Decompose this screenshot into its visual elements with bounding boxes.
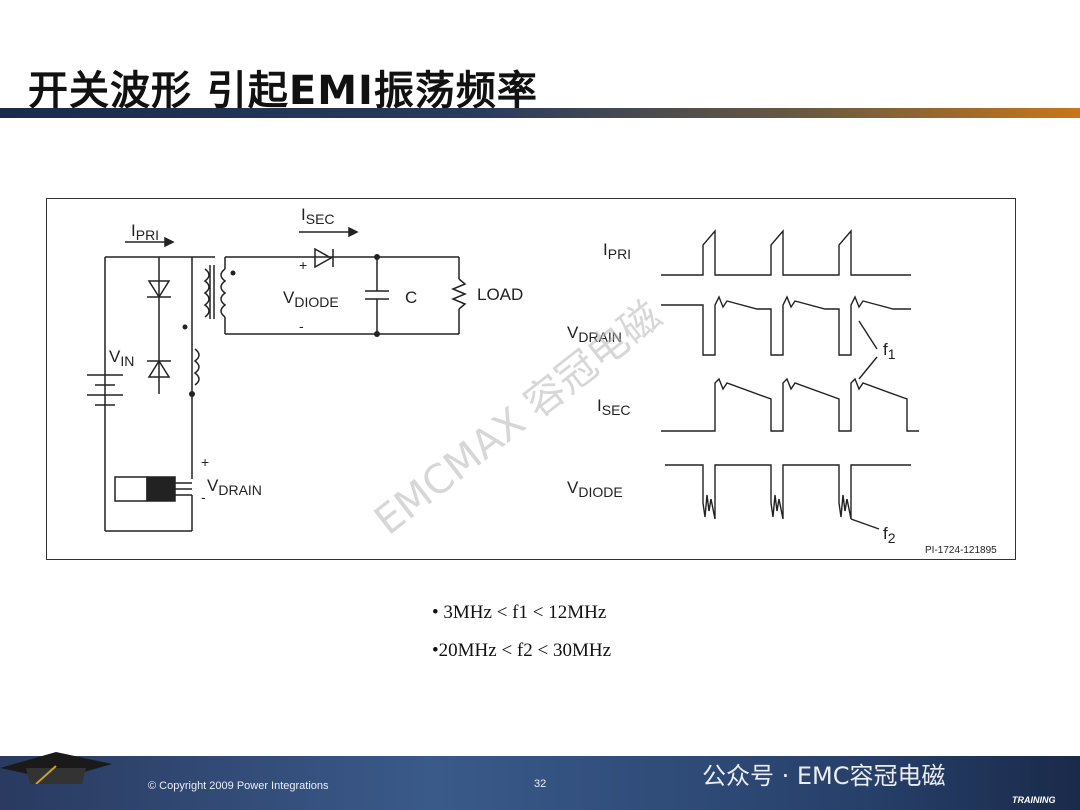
figure-id: PI-1724-121895 bbox=[925, 545, 997, 556]
label-diode-minus: - bbox=[299, 318, 304, 334]
wechat-watermark: 公众号 · EMC容冠电磁 bbox=[702, 762, 946, 790]
label-drain-plus: + bbox=[201, 454, 209, 470]
label-f2: f2 bbox=[883, 524, 896, 546]
label-drain-minus: - bbox=[201, 489, 206, 505]
label-f1: f1 bbox=[883, 340, 896, 362]
slide-title: 开关波形 引起EMI振荡频率 bbox=[28, 68, 538, 114]
bullet-list: • 3MHz < f1 < 12MHz •20MHz < f2 < 30MHz bbox=[432, 600, 611, 676]
slide-footer: © Copyright 2009 Power Integrations 32 公… bbox=[0, 752, 1080, 810]
bullet-item-f1: • 3MHz < f1 < 12MHz bbox=[432, 602, 607, 623]
flyback-figure: IPRI ISEC + VDIODE - C LOAD VIN + VDRAIN… bbox=[46, 198, 1016, 560]
label-v-diode: VDIODE bbox=[283, 288, 339, 310]
circuit-dots bbox=[182, 254, 380, 397]
training-logo-text: TRAINING bbox=[1012, 795, 1056, 805]
wave-label-i-sec: ISEC bbox=[597, 396, 631, 418]
title-underline-bar bbox=[0, 108, 1080, 118]
page-number: 32 bbox=[534, 778, 547, 790]
label-diode-plus: + bbox=[299, 257, 307, 273]
wave-label-v-drain: VDRAIN bbox=[567, 323, 622, 345]
label-capacitor: C bbox=[405, 288, 417, 307]
graduation-cap-icon bbox=[0, 752, 112, 784]
wave-label-v-diode: VDIODE bbox=[567, 478, 623, 500]
label-v-in: VIN bbox=[109, 347, 134, 369]
bullet-item-f2: •20MHz < f2 < 30MHz bbox=[432, 640, 612, 661]
wave-label-i-pri: IPRI bbox=[603, 240, 631, 262]
label-i-pri: IPRI bbox=[131, 221, 159, 243]
label-v-drain: VDRAIN bbox=[207, 476, 262, 498]
waveforms bbox=[661, 229, 919, 530]
label-i-sec: ISEC bbox=[301, 205, 335, 227]
copyright-text: © Copyright 2009 Power Integrations bbox=[148, 780, 329, 792]
label-load: LOAD bbox=[477, 285, 523, 304]
flyback-circuit-and-waveforms: IPRI ISEC + VDIODE - C LOAD VIN + VDRAIN… bbox=[87, 205, 997, 556]
circuit-schematic bbox=[87, 226, 467, 532]
